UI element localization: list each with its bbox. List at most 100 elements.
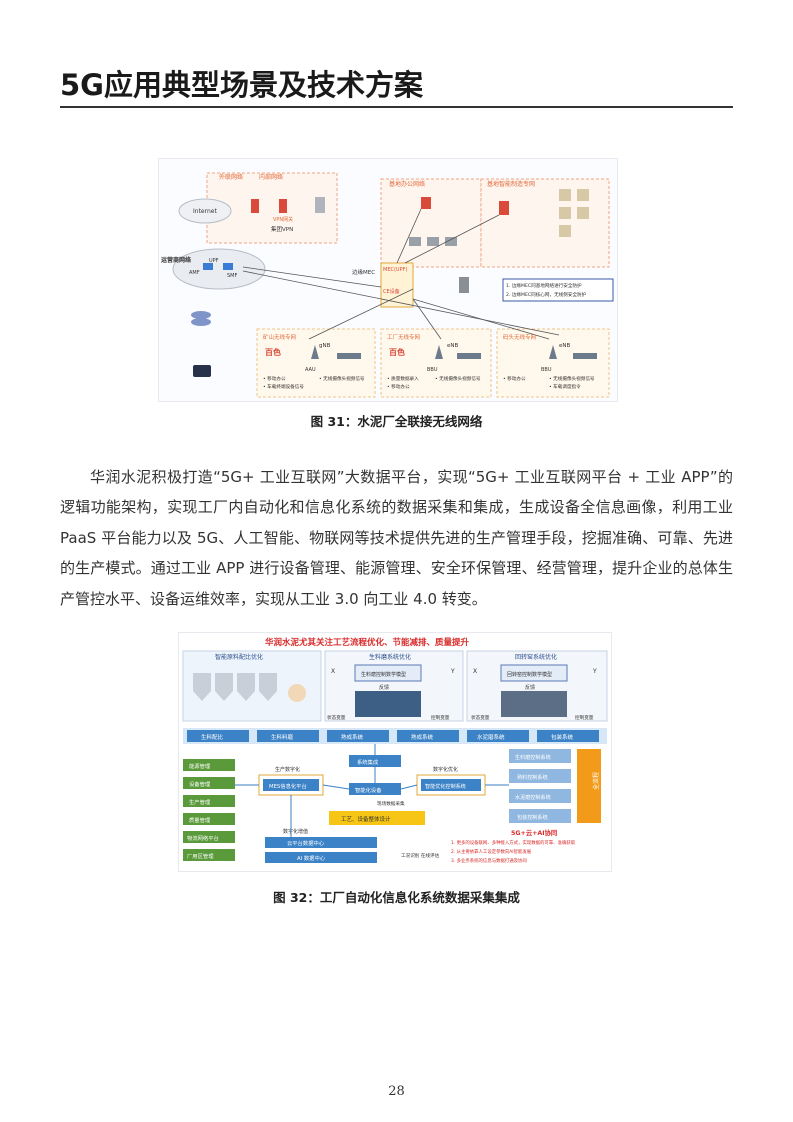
operator-label: 运营商网络 xyxy=(161,256,191,264)
mine-item-2: • 车载终端设备信号 xyxy=(263,383,304,390)
internet-cloud-icon xyxy=(178,198,232,224)
dock-item-3: • 车载调度指令 xyxy=(549,383,581,390)
internet-label: Internet xyxy=(193,208,217,215)
silo-icon-3 xyxy=(237,673,255,701)
architecture-diagram: 华润水泥尤其关注工艺流程优化、节能减排、质量提升 智能原料配比优化 生料磨系统优… xyxy=(182,637,608,864)
process-design-label: 工艺、设备整体设计 xyxy=(341,815,391,823)
process-label-6: 包装系统 xyxy=(551,733,574,741)
silo-icon xyxy=(193,673,211,701)
app-label-2: 设备管理 xyxy=(189,780,211,788)
process-label-4: 熟成系统 xyxy=(411,733,434,741)
bbu-label-1: BBU xyxy=(427,367,438,373)
control-system-box-3 xyxy=(509,789,571,803)
dock-item-1: • 移动办公 xyxy=(503,375,526,382)
app-box-4 xyxy=(183,813,235,825)
mine-item-3: • 无线摄像头视频信号 xyxy=(319,375,365,382)
control-system-box-4 xyxy=(509,809,571,823)
network-diagram: 外联网络 内部网络 基地办公网络 基地智能制造专网 Internet 运营商网络… xyxy=(161,172,614,398)
state-var-2: 状态变量 xyxy=(471,714,490,721)
bbu-label-3: BBU xyxy=(541,367,552,373)
dock-item-2: • 无线摄像头视频信号 xyxy=(549,375,595,382)
control-system-label-3: 水泥磨控制系统 xyxy=(515,794,551,801)
smart-firewall-icon xyxy=(499,201,509,215)
server-icon xyxy=(315,197,325,213)
cloud-center-label: 云平台数据中心 xyxy=(287,839,325,847)
model-box-1 xyxy=(354,664,422,682)
ai-center-box xyxy=(265,852,377,863)
upf-label: UPF xyxy=(209,258,219,264)
link-line-6 xyxy=(396,208,422,264)
cloud-group-label: 数字化增值 xyxy=(283,828,308,835)
process-label-5: 水泥磨系统 xyxy=(477,733,505,741)
control-system-label-2: 熟料控制系统 xyxy=(517,774,548,781)
smf-label: SMF xyxy=(227,273,237,279)
bbu-icon-2 xyxy=(457,353,481,359)
note-line-2: 2. 边缘MEC同核心网，无线侧安全防护 xyxy=(506,291,587,298)
core-router-icon xyxy=(203,263,213,270)
state-var-1: 状态变量 xyxy=(327,714,346,721)
factory-item-3: • 无线摄像头视频信号 xyxy=(435,375,481,382)
network-diagram-figure: 外联网络 内部网络 基地办公网络 基地智能制造专网 Internet 运营商网络… xyxy=(158,158,618,402)
ai-center-label: AI 数据中心 xyxy=(297,854,326,862)
factory-item-2: • 移动办公 xyxy=(387,383,410,390)
feedback-label-2: 反馈 xyxy=(525,684,535,691)
smart-device-label: 智能化设备 xyxy=(355,786,382,794)
app-box-2 xyxy=(183,777,235,789)
link-line xyxy=(242,266,382,288)
engineer-icon xyxy=(288,684,306,702)
mec-server-icon xyxy=(459,277,469,293)
server-rack-icon-4 xyxy=(577,207,589,219)
factory-label: 工厂无线专网 xyxy=(387,333,421,341)
cloud-center-box xyxy=(265,837,377,848)
app-box-6 xyxy=(183,849,235,861)
zone-label-internal: 内部网络 xyxy=(259,173,283,181)
vpn-gateway-icon xyxy=(279,199,287,213)
process-step-3 xyxy=(327,730,389,742)
operator-cloud-icon xyxy=(172,248,266,290)
link-line-5 xyxy=(412,298,550,340)
process-step-5 xyxy=(467,730,529,742)
process-row: 生料配比 生料料磨 熟成系统 熟成系统 水泥磨系统 包装系统 xyxy=(183,728,607,744)
office-zone xyxy=(380,178,482,268)
server-rack-icon-3 xyxy=(559,207,571,219)
panel-y-1: Y xyxy=(450,668,455,675)
control-var-2: 控制变量 xyxy=(575,714,594,721)
panel-title-2: 生料磨系统优化 xyxy=(369,653,411,661)
mine-zone xyxy=(256,328,376,398)
baise-label-1: 百色 xyxy=(265,347,281,357)
server-rack-icon-5 xyxy=(559,225,571,237)
panel-title-1: 智能原料配比优化 xyxy=(215,653,263,661)
note-line-1: 1. 边缘MEC同基地网络进行安全防护 xyxy=(506,282,582,289)
kiln-photo xyxy=(501,691,567,717)
mec-upf-label: MEC(UPF) xyxy=(383,267,407,273)
mine-item-1: • 移动办公 xyxy=(263,375,286,382)
link-line-3 xyxy=(308,288,414,340)
bbu-icon-3 xyxy=(573,353,597,359)
model-box-2 xyxy=(500,664,568,682)
ce-label: CE设备 xyxy=(383,288,400,295)
model-label-2: 回转窑控制数学模型 xyxy=(507,671,552,678)
smart-device-box xyxy=(349,783,401,795)
gnb-label: gNB xyxy=(319,343,331,349)
note-box xyxy=(502,278,614,302)
connector-line-3 xyxy=(400,784,418,790)
smart-control-box xyxy=(421,779,481,791)
smart-zone xyxy=(480,178,610,268)
benefit-2: 2. 从主要依靠人工设定参数向AI智能发展 xyxy=(451,848,532,855)
baise-label-2: 百色 xyxy=(389,347,405,357)
process-step-2 xyxy=(257,730,319,742)
dock-label: 码头无线专网 xyxy=(503,333,537,341)
app-label-6: 厂用区管理 xyxy=(187,852,214,860)
control-system-box xyxy=(509,749,571,763)
zone-label-smart: 基地智能制造专网 xyxy=(487,180,535,188)
system-integration-label: 系统集成 xyxy=(357,758,379,766)
process-step xyxy=(187,730,249,742)
smart-control-group-label: 数字化优化 xyxy=(433,766,458,773)
figure-2-caption: 图 32：工厂自动化信息化系统数据采集集成 xyxy=(273,890,520,905)
control-system-box-2 xyxy=(509,769,571,783)
group-vpn-label: 集团VPN xyxy=(271,225,293,233)
pc-icon-3 xyxy=(445,237,457,246)
mes-group-label: 生产数字化 xyxy=(275,766,300,773)
mes-label: MES信息化平台 xyxy=(269,782,307,790)
benefit-3: 3. 多业务系统的信息与数据打通及协同 xyxy=(451,857,527,864)
